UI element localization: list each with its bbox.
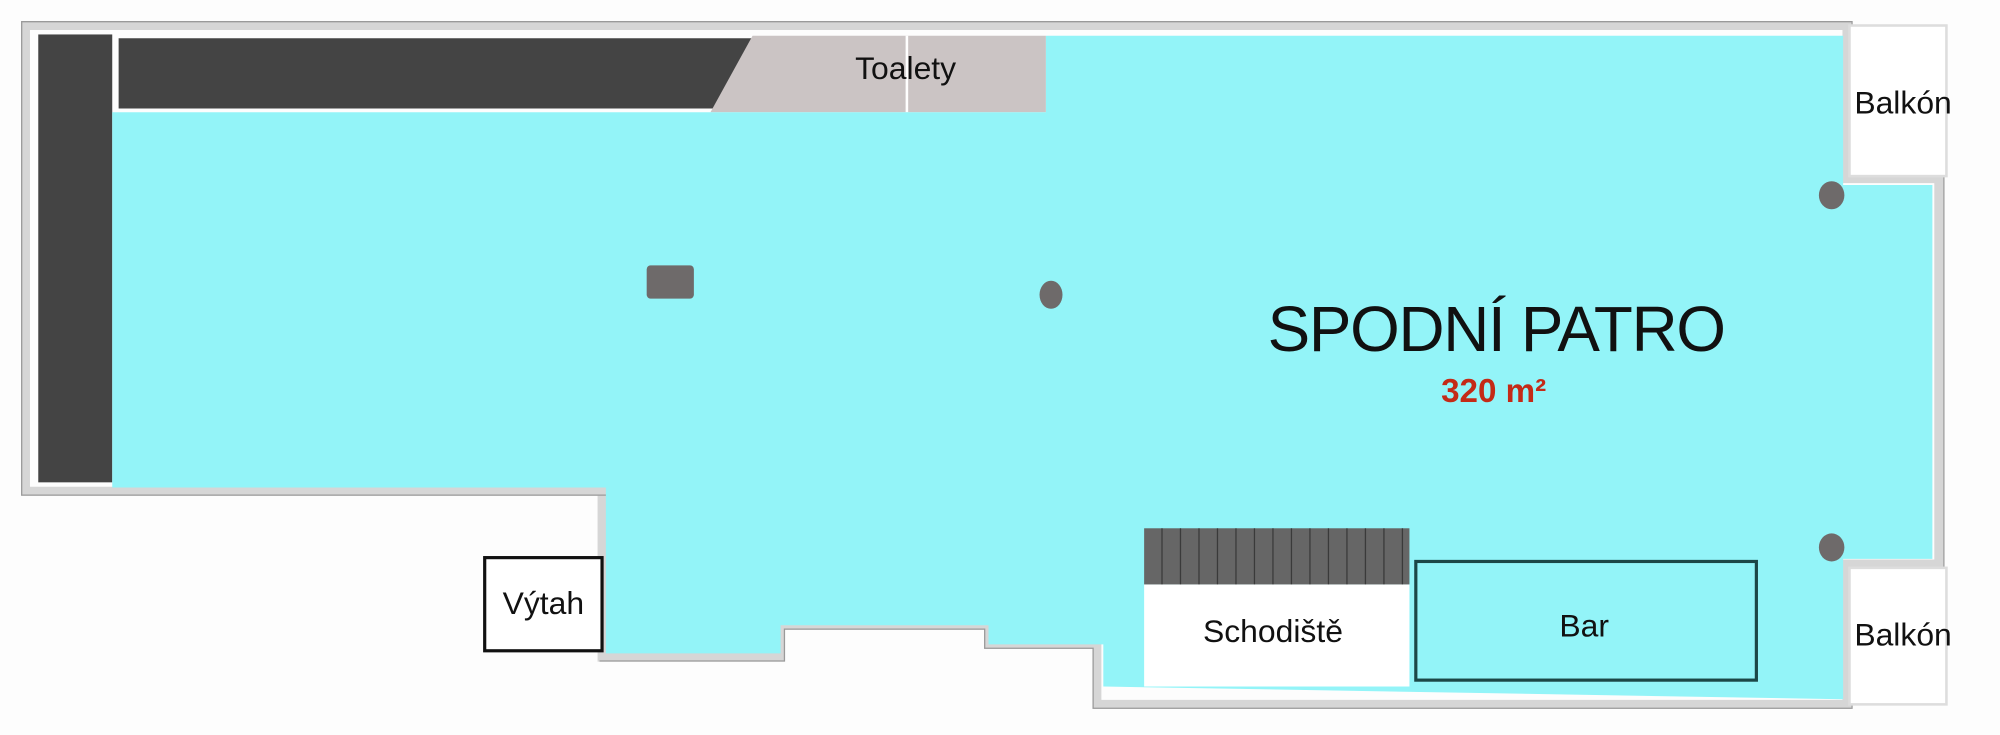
toilets-area xyxy=(710,35,1046,113)
bar-counter xyxy=(1414,559,1758,682)
stairs-steps xyxy=(1144,528,1410,585)
balcony-bottom xyxy=(1848,566,1948,706)
column-round xyxy=(1818,181,1845,210)
dark-wall-left xyxy=(38,34,113,483)
balcony-top xyxy=(1848,24,1948,178)
floor-area-label: 320 m² xyxy=(1441,373,1546,410)
stairs-area xyxy=(1144,584,1410,687)
column-round xyxy=(1818,533,1845,562)
dark-zone-top xyxy=(118,38,753,109)
elevator-box xyxy=(483,556,604,653)
elevator-label: Výtah xyxy=(503,585,584,621)
toilets-label: Toalety xyxy=(855,50,956,86)
balcony-top-label: Balkón xyxy=(1854,85,1951,121)
floor-title: SPODNÍ PATRO xyxy=(1268,293,1725,365)
floor-area xyxy=(112,35,1933,700)
balcony-bottom-label: Balkón xyxy=(1854,617,1951,653)
column-round xyxy=(1039,280,1063,309)
bar-label: Bar xyxy=(1559,608,1609,644)
column-square xyxy=(646,265,694,299)
stairs-label: Schodiště xyxy=(1203,613,1343,649)
